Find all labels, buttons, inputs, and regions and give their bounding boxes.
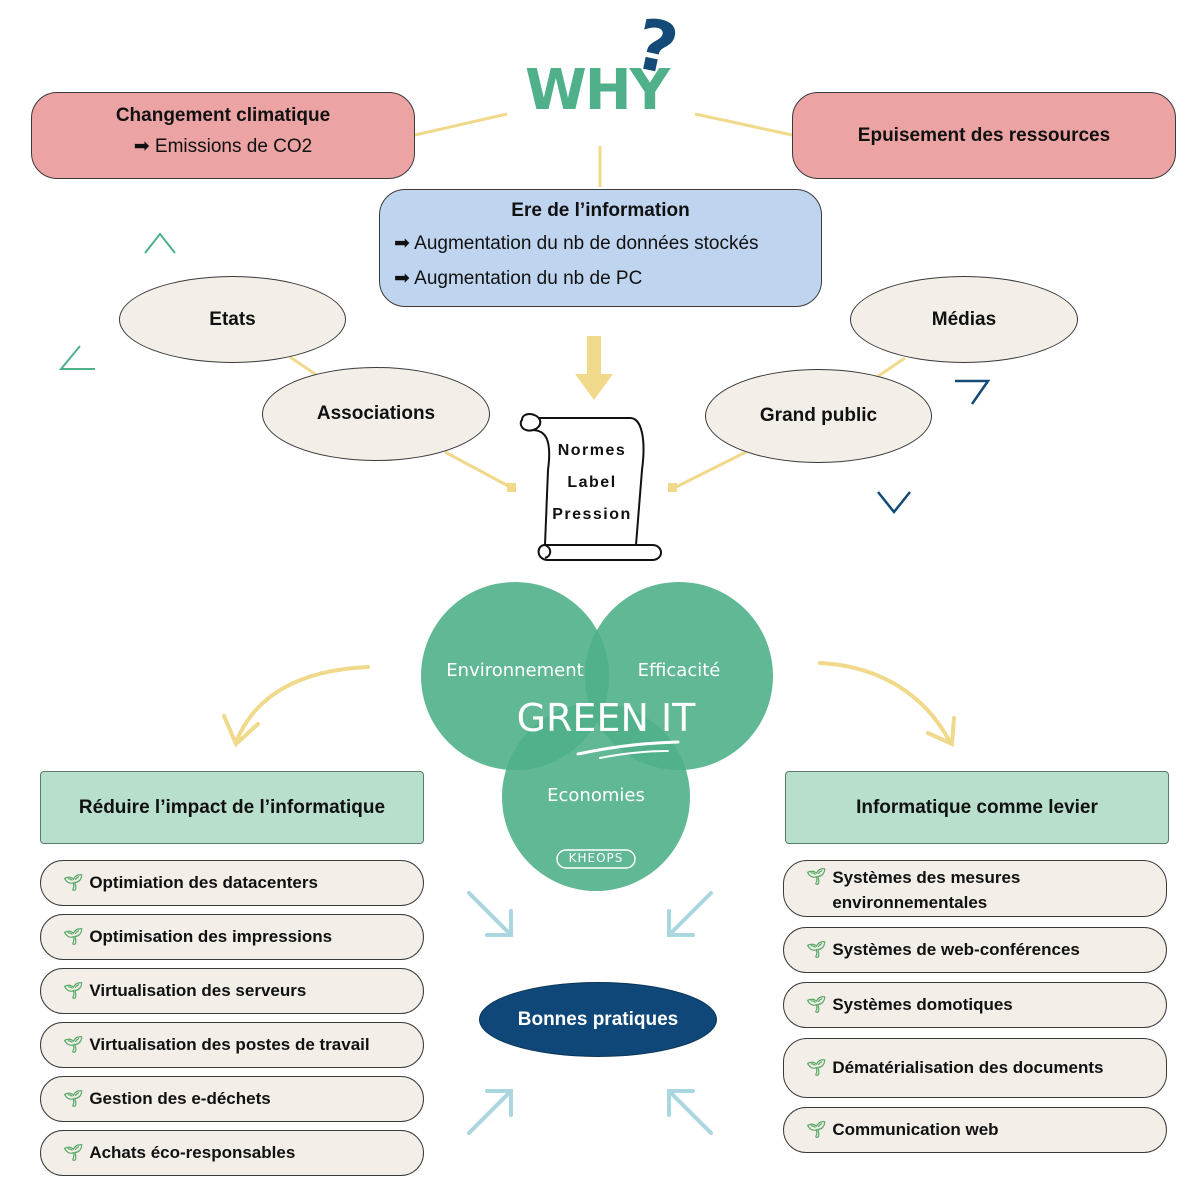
- venn-brand: KHEOPS: [568, 851, 624, 865]
- information-era-line-2: ➡ Augmentation du nb de PC: [394, 268, 643, 289]
- right-item-2: 🌱︎ Systèmes de web-conférences: [783, 927, 1167, 973]
- right-item-4-label: Dématérialisation des documents: [832, 1058, 1104, 1077]
- sprout-icon: 🌱︎: [806, 1060, 827, 1077]
- scroll-line-label: Label: [567, 474, 617, 491]
- resources-title: Epuisement des ressources: [857, 124, 1111, 146]
- curved-arrow-left-icon: [222, 665, 370, 748]
- venn-label-efficacite: Efficacité: [637, 660, 721, 681]
- connector-end-left: [507, 483, 516, 492]
- left-item-5: 🌱︎ Gestion des e-déchets: [40, 1076, 424, 1122]
- information-era-box: Ere de l’information ➡ Augmentation du n…: [379, 189, 822, 307]
- connector-medias-grandpublic: [876, 356, 906, 379]
- climate-change-box: Changement climatique ➡ Emissions de CO2: [31, 92, 415, 179]
- chevron-corner-right-icon: [955, 379, 991, 405]
- right-item-5-label: Communication web: [832, 1120, 999, 1139]
- right-item-1-label: Systèmes des mesures environnementales: [832, 868, 1021, 912]
- arrow-up-left-icon: [667, 1089, 713, 1135]
- sprout-icon: 🌱︎: [806, 1122, 827, 1139]
- curved-arrow-right-icon: [818, 661, 956, 748]
- venn-circle-economies: [502, 703, 690, 891]
- arrow-up-right-icon: [467, 1089, 513, 1135]
- why-title: WHY: [525, 58, 670, 123]
- down-arrow-icon: [575, 336, 613, 400]
- left-item-2-label: Optimisation des impressions: [89, 927, 333, 946]
- information-era-line-1: ➡ Augmentation du nb de données stockés: [394, 233, 759, 254]
- green-it-underline-2: [599, 750, 669, 759]
- sprout-icon: 🌱︎: [63, 1145, 84, 1162]
- actor-etats: Etats: [119, 276, 346, 363]
- venn-label-environnement: Environnement: [446, 660, 584, 681]
- sprout-icon: 🌱︎: [806, 869, 827, 886]
- sprout-icon: 🌱︎: [63, 1037, 84, 1054]
- climate-change-title: Changement climatique: [115, 105, 331, 126]
- right-item-2-label: Systèmes de web-conférences: [832, 940, 1080, 959]
- left-item-5-label: Gestion des e-déchets: [89, 1089, 271, 1108]
- sprout-icon: 🌱︎: [806, 997, 827, 1014]
- left-item-1-label: Optimiation des datacenters: [89, 873, 318, 892]
- connector-why-right: [694, 112, 793, 137]
- resources-box: Epuisement des ressources: [792, 92, 1176, 179]
- connector-grandpublic-scroll: [673, 450, 747, 490]
- arrow-down-left-icon: [667, 891, 713, 937]
- connector-end-right: [668, 483, 677, 492]
- sprout-icon: 🌱︎: [63, 875, 84, 892]
- venn-center-title: GREEN IT: [516, 696, 696, 740]
- actor-medias: Médias: [850, 276, 1078, 363]
- arrow-down-right-icon: [467, 891, 513, 937]
- sprout-icon: 🌱︎: [63, 1091, 84, 1108]
- right-column-header: Informatique comme levier: [785, 771, 1169, 844]
- right-item-3: 🌱︎ Systèmes domotiques: [783, 982, 1167, 1028]
- bonnes-pratiques-ellipse: Bonnes pratiques: [479, 982, 717, 1057]
- actor-associations: Associations: [262, 367, 490, 461]
- left-item-6-label: Achats éco-responsables: [89, 1143, 296, 1162]
- connector-etats-associations: [289, 355, 319, 378]
- left-item-6: 🌱︎ Achats éco-responsables: [40, 1130, 424, 1176]
- green-it-underline: [576, 740, 680, 756]
- sprout-icon: 🌱︎: [63, 983, 84, 1000]
- chevron-up-icon: [144, 232, 176, 254]
- left-item-2: 🌱︎ Optimisation des impressions: [40, 914, 424, 960]
- chevron-corner-left-icon: [58, 345, 95, 370]
- scroll-line-pression: Pression: [552, 506, 632, 523]
- scroll-icon: [519, 413, 662, 561]
- right-item-4: 🌱︎ Dématérialisation des documents: [783, 1038, 1167, 1098]
- right-item-1: 🌱︎ Systèmes des mesures environnementale…: [783, 860, 1167, 917]
- connector-why-left: [414, 112, 508, 137]
- actor-grand-public: Grand public: [705, 369, 932, 463]
- left-item-1: 🌱︎ Optimiation des datacenters: [40, 860, 424, 906]
- climate-change-line: ➡ Emissions de CO2: [133, 136, 313, 157]
- right-item-3-label: Systèmes domotiques: [832, 995, 1013, 1014]
- sprout-icon: 🌱︎: [806, 942, 827, 959]
- left-item-4-label: Virtualisation des postes de travail: [89, 1035, 370, 1054]
- right-item-5: 🌱︎ Communication web: [783, 1107, 1167, 1153]
- connector-associations-scroll: [444, 450, 513, 490]
- sprout-icon: 🌱︎: [63, 929, 84, 946]
- left-item-3-label: Virtualisation des serveurs: [89, 981, 307, 1000]
- left-item-3: 🌱︎ Virtualisation des serveurs: [40, 968, 424, 1014]
- information-era-title: Ere de l’information: [511, 200, 690, 221]
- kheops-badge: [556, 849, 636, 869]
- chevron-down-icon: [877, 491, 911, 515]
- scroll-line-normes: Normes: [557, 442, 627, 459]
- venn-label-economies: Economies: [547, 785, 645, 806]
- left-item-4: 🌱︎ Virtualisation des postes de travail: [40, 1022, 424, 1068]
- left-column-header: Réduire l’impact de l’informatique: [40, 771, 424, 844]
